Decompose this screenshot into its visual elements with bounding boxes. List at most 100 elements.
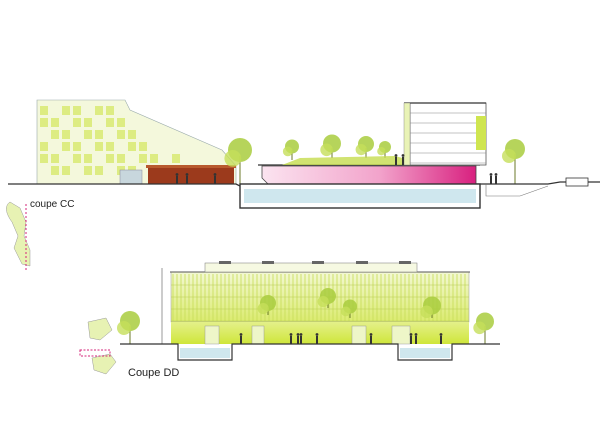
facade-block [84,166,92,175]
person [316,336,318,344]
person [395,157,397,165]
key-plan-cc [6,201,31,272]
facade-block [73,142,81,151]
facade-block [73,106,81,115]
facade-block [73,154,81,163]
tree-canopy [420,305,433,319]
person [297,336,299,344]
facade-block [51,166,59,175]
facade-block [117,154,125,163]
tree-canopy [355,144,367,156]
person [410,336,412,344]
person-head [369,333,373,336]
person [402,157,404,165]
trees-cc [224,134,525,184]
person [440,336,442,344]
rust-plinth-roof [146,165,236,168]
tree-canopy [224,150,242,167]
facade-block [51,154,59,163]
person-head [439,333,443,336]
person [176,176,178,184]
facade-block [40,154,48,163]
facade-block [95,106,103,115]
rooftop-unit [262,261,274,264]
rooftop-level [204,262,418,273]
facade-block [139,142,147,151]
facade-block [84,130,92,139]
facade-block [51,130,59,139]
facade-block [51,118,59,127]
section-title-dd: Coupe DD [128,367,180,379]
person [370,336,372,344]
facade-block [172,154,180,163]
facade-block [128,130,136,139]
facade-block [84,154,92,163]
facade-block [73,118,81,127]
opening [391,325,411,345]
tree-canopy [317,296,329,308]
person [490,176,492,184]
facade-block [40,118,48,127]
small-structure [565,177,589,187]
tree-canopy [473,321,486,335]
section-cc [6,99,600,272]
facade-block [150,154,158,163]
facade-block [117,130,125,139]
person-head [401,154,405,157]
tree-canopy [320,143,333,157]
tower-floors [404,102,486,164]
facade-block [62,142,70,151]
section-dd [79,261,500,375]
tower-building [403,102,487,166]
person-head [494,173,498,176]
person-head [289,333,293,336]
facade-block [106,118,114,127]
underground-parking-cc [239,183,481,209]
facade-block [95,130,103,139]
person-head [315,333,319,336]
facade-block [62,106,70,115]
facade-block [95,166,103,175]
key-plan-dd [79,317,117,375]
person-head [489,173,493,176]
person-head [409,333,413,336]
terraced-housing-block [36,99,237,185]
person [186,176,188,184]
person [300,336,302,344]
tree-canopy [340,306,351,317]
person [214,176,216,184]
facade-block [117,118,125,127]
facade-block [106,106,114,115]
ground-line-dd [120,343,500,361]
tree-canopy [282,146,293,157]
ground-line-cc [8,183,262,189]
entrance-panel [119,169,143,185]
person-head [175,173,179,176]
facade-block [106,142,114,151]
basement-left [180,348,230,358]
person [290,336,292,344]
basement-right [400,348,450,358]
person-head [239,333,243,336]
tree-canopy [377,147,386,156]
opening [351,325,367,345]
section-title-cc: coupe CC [30,199,75,210]
facade-block [139,154,147,163]
rooftop-unit [356,261,368,264]
facade-block [106,154,114,163]
opening [204,325,220,345]
facade-block [95,142,103,151]
rust-plinth-building [148,167,234,184]
people-silhouettes [175,154,498,344]
person [240,336,242,344]
facade-block [40,142,48,151]
tree-canopy [117,321,131,335]
facade-block [40,106,48,115]
person-head [414,333,418,336]
tree-canopy [257,303,269,315]
rooftop-unit [399,261,411,264]
roof-garden [282,156,420,165]
facade-block [128,142,136,151]
opening [251,325,265,345]
person-head [296,333,300,336]
